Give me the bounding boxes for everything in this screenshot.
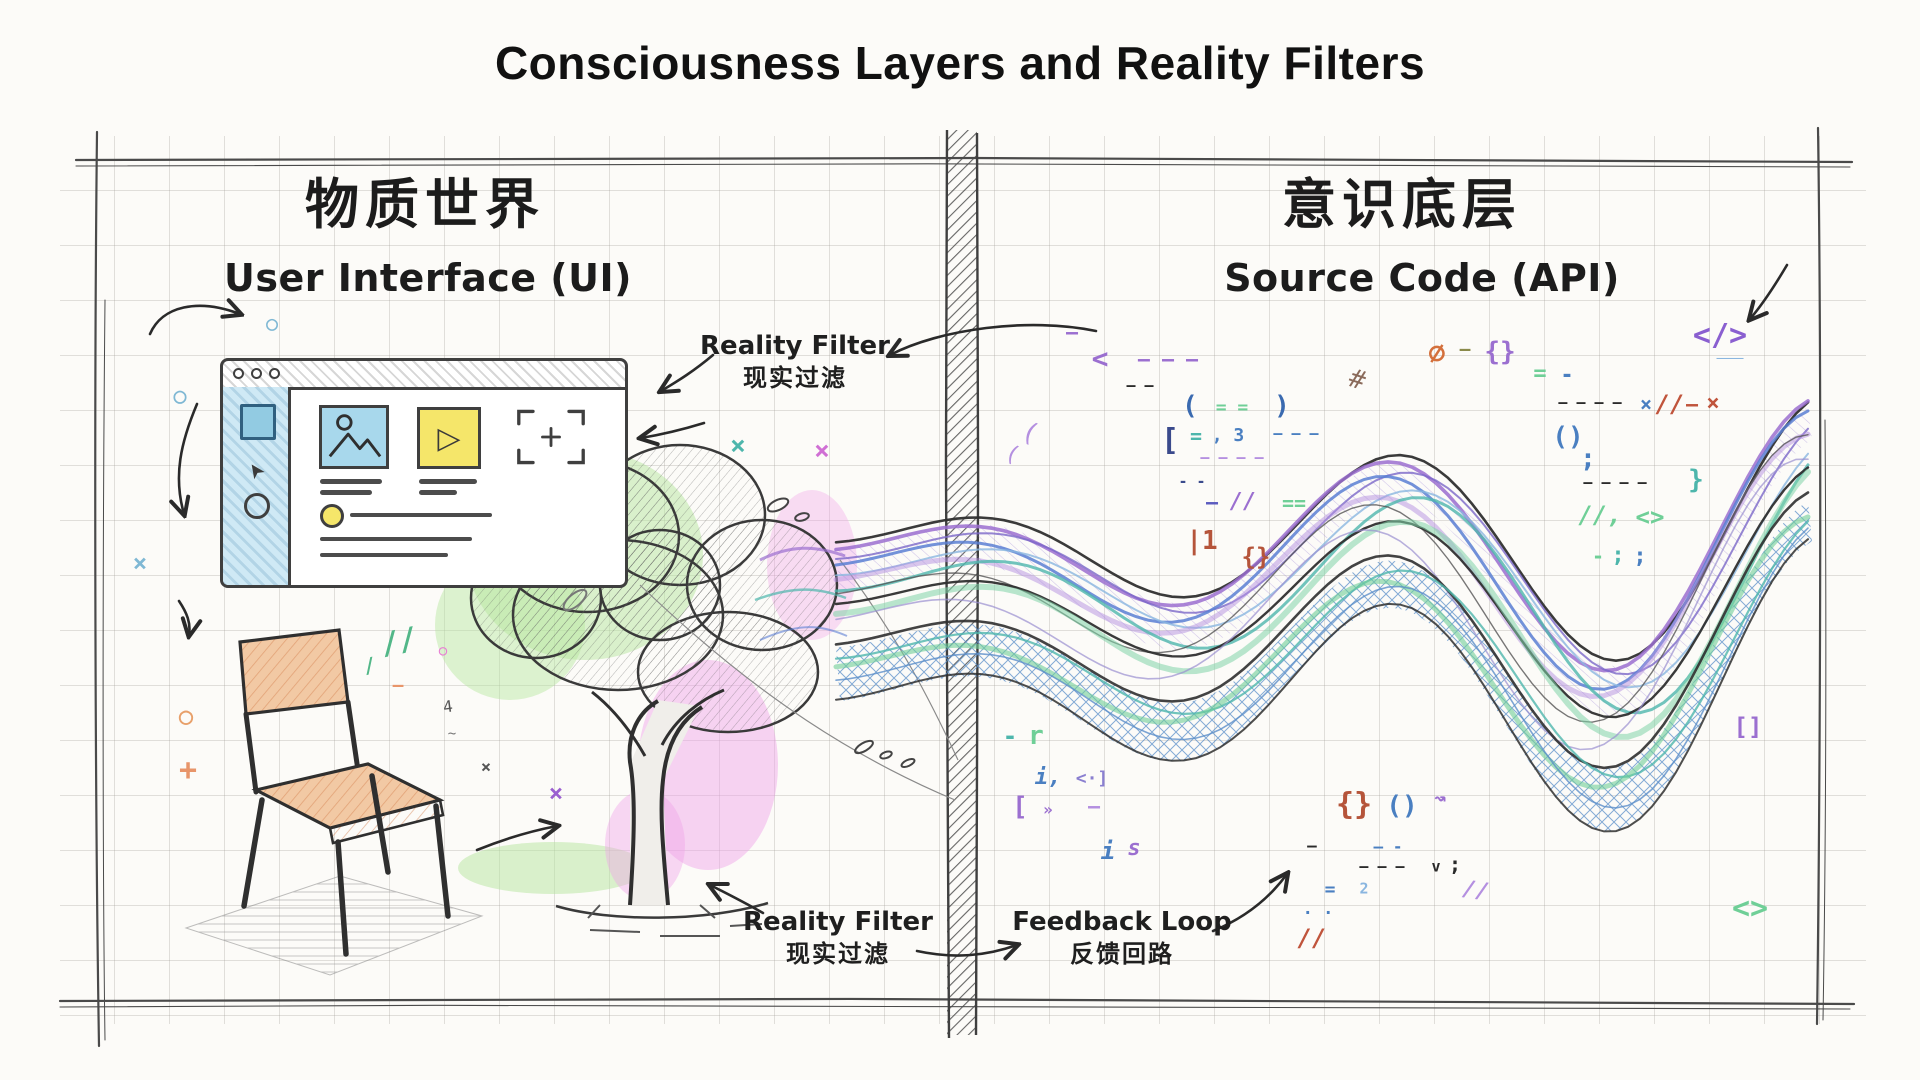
right-heading-zh: 意识底层 <box>1282 173 1522 236</box>
arrow-reality-filter-top-left <box>661 353 715 391</box>
arrow-to-tree-base <box>475 826 557 852</box>
consciousness-wave <box>835 458 1809 751</box>
left-heading-zh: 物质世界 <box>305 173 545 236</box>
consciousness-wave <box>834 466 1810 719</box>
text-line <box>320 479 382 484</box>
arrow-down-left-side <box>179 402 199 514</box>
arrow-reality-filter-top-cross <box>890 323 1098 355</box>
bullet-circle <box>320 504 344 528</box>
arrow-chair-top <box>177 599 190 635</box>
text-line <box>419 490 457 495</box>
consciousness-wave <box>835 434 1809 723</box>
reality-filter-top-label: Reality Filter 现实过滤 <box>700 331 890 392</box>
text-line <box>320 490 372 495</box>
consciousness-wave <box>834 520 1810 779</box>
consciousness-wave <box>835 452 1809 689</box>
consciousness-wave <box>834 491 1810 770</box>
arrow-to-blue-circle <box>148 306 240 336</box>
consciousness-wave <box>835 527 1809 809</box>
play-button-icon: ▷ <box>417 407 481 469</box>
text-line <box>350 513 492 517</box>
window-dot-icon <box>269 368 280 379</box>
image-placeholder-icon <box>319 405 389 469</box>
window-control-dots <box>233 368 280 379</box>
text-line <box>320 537 472 541</box>
browser-window-sketch: ➤ ▷ <box>220 358 628 588</box>
divider-bar <box>944 129 980 1039</box>
page-title: Consciousness Layers and Reality Filters <box>494 37 1426 89</box>
arrow-to-plus-box <box>641 421 706 438</box>
sidebar-circle-icon <box>244 493 270 519</box>
text-line <box>320 553 448 557</box>
consciousness-wave <box>833 431 1811 700</box>
consciousness-wave <box>835 538 1809 833</box>
arrow-top-right-corner <box>1750 263 1789 319</box>
feedback-loop-label: Feedback Loop 反馈回路 <box>1012 907 1232 968</box>
left-heading-en: User Interface (UI) <box>223 256 633 300</box>
chair-sketch <box>184 628 484 976</box>
window-dot-icon <box>251 368 262 379</box>
sidebar-square-tile <box>240 404 276 440</box>
annotation-arrows <box>148 263 1789 956</box>
cursor-icon: ➤ <box>240 457 271 485</box>
reality-filter-bottom-label: Reality Filter 现实过滤 <box>743 907 933 968</box>
consciousness-wave <box>833 514 1811 790</box>
consciousness-waves <box>833 399 1812 833</box>
wave-hatch-ribbon <box>836 406 1812 717</box>
arrow-filter-to-feedback <box>915 945 1017 956</box>
browser-titlebar <box>223 361 625 390</box>
selection-plus-box <box>515 405 587 469</box>
text-line <box>419 479 477 484</box>
consciousness-wave <box>834 399 1810 673</box>
window-dot-icon <box>233 368 244 379</box>
consciousness-wave <box>833 468 1811 740</box>
browser-sidebar: ➤ <box>223 387 291 585</box>
arrow-reality-filter-bottom <box>710 885 765 915</box>
consciousness-wave <box>834 463 1810 715</box>
arrow-feedback-to-waves <box>1211 874 1287 933</box>
right-heading-en: Source Code (API) <box>1224 256 1620 300</box>
